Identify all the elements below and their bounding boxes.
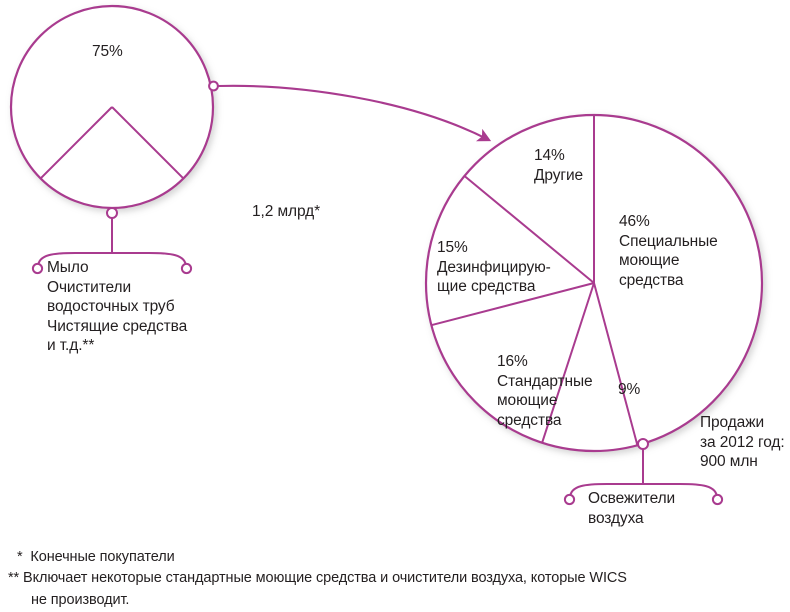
- sales-annotation: Продажи за 2012 год: 900 млн: [700, 414, 785, 471]
- right-bracket-label: Освежители воздуха: [588, 490, 676, 527]
- left-bracket-bar: [37, 252, 187, 268]
- total-market-label: 1,2 млрд*: [252, 203, 320, 220]
- right-pie-divider-disinfect-other: [463, 175, 595, 284]
- left-bracket-end-node-right: [180, 262, 193, 275]
- right-bracket-end-node-left: [563, 493, 576, 506]
- right-pie-slices: [431, 115, 639, 446]
- connector-arrow: [208, 80, 492, 142]
- right-bracket-anchor-node: [637, 438, 649, 450]
- left-pie-divider-1: [39, 106, 113, 180]
- connector-start-node: [208, 80, 219, 92]
- slice-label-other: 14% Другие: [534, 147, 584, 184]
- left-bracket-label: Мыло Очистители водосточных труб Чистящи…: [47, 259, 188, 355]
- right-pie-divider-standard-disinfect: [431, 282, 595, 327]
- footnote-single-asterisk: * Конечные покупатели: [17, 549, 175, 565]
- right-bracket-bar: [569, 483, 718, 499]
- left-pie-slices: [39, 106, 185, 180]
- slice-label-air-freshener-percent: 9%: [618, 381, 641, 398]
- slice-label-disinfectants: 15% Дезинфицирую- щие средства: [437, 239, 551, 296]
- connector-curve: [218, 84, 492, 142]
- left-bracket-anchor-node: [106, 207, 118, 219]
- footnote-double-asterisk-continued: не производит.: [31, 592, 130, 608]
- right-bracket-end-node-right: [711, 493, 724, 506]
- left-pie-divider-2: [111, 106, 185, 180]
- right-bracket: [563, 438, 724, 506]
- right-pie-divider-special-air: [593, 282, 639, 446]
- slice-label-special-detergents: 46% Специальные моющие средства: [619, 213, 718, 289]
- slice-label-standard-detergents: 16% Стандартные моющие средства: [497, 353, 593, 429]
- left-pie-percent-label: 75%: [92, 43, 123, 60]
- left-bracket-end-node-left: [31, 262, 44, 275]
- right-pie-divider-air-standard: [541, 282, 595, 444]
- footnote-double-asterisk: ** Включает некоторые стандартные моющие…: [8, 570, 627, 586]
- left-bracket: [31, 207, 193, 275]
